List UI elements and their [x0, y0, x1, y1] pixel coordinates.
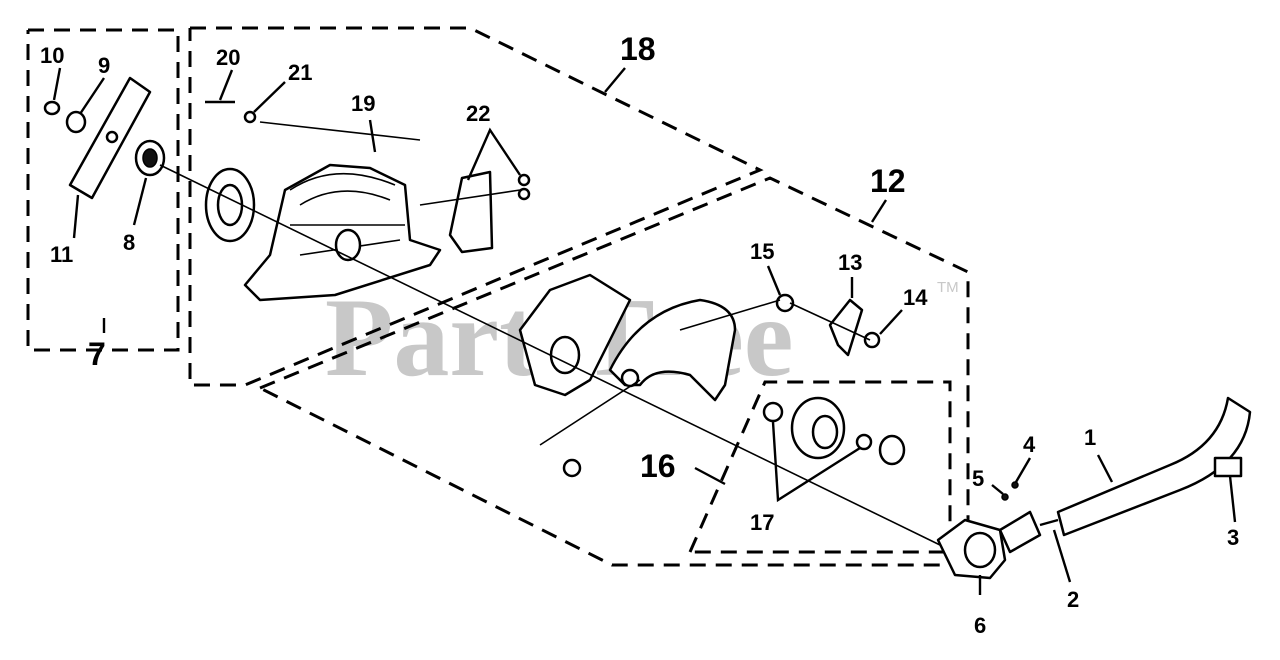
callout-8: 8	[123, 230, 135, 255]
washer-17	[762, 401, 784, 423]
callout-22: 22	[466, 101, 490, 126]
callout-1: 1	[1084, 425, 1096, 450]
gear-cover	[608, 298, 737, 402]
leader-1	[1096, 454, 1114, 483]
washer-15	[775, 293, 795, 313]
screw-22b	[517, 187, 531, 201]
leader-2	[1052, 529, 1072, 583]
leader-3	[1228, 475, 1237, 523]
axis-nut	[539, 379, 641, 446]
leader-19	[368, 119, 377, 153]
leader-14	[879, 309, 903, 335]
leader-4	[1014, 457, 1032, 483]
cap-17	[878, 434, 906, 466]
leader-11	[72, 194, 80, 239]
blade-assembly	[43, 76, 166, 200]
assembly-lines	[159, 121, 941, 546]
watermark-trademark: TM	[937, 279, 959, 296]
clip-13	[828, 298, 864, 357]
axis-main	[159, 164, 941, 546]
callout-7: 7	[88, 336, 106, 372]
blade-hole	[105, 130, 119, 144]
callout-14: 14	[903, 285, 928, 310]
nut-14	[863, 331, 881, 349]
leader-10	[52, 67, 62, 101]
nut-lower	[562, 458, 582, 478]
axis-clip	[789, 302, 871, 341]
callout-17: 17	[750, 510, 774, 535]
bearing-bore	[142, 148, 158, 168]
tube-1	[1056, 396, 1252, 537]
callout-6: 6	[974, 613, 986, 638]
guard-plate-hole	[216, 183, 244, 227]
leader-8	[132, 177, 148, 226]
callout-19: 19	[351, 91, 375, 116]
callout-12: 12	[870, 163, 906, 199]
callout-9: 9	[98, 53, 110, 78]
guard-hub	[334, 228, 362, 262]
clutch-assembly	[762, 396, 906, 466]
guard-assembly	[204, 100, 531, 302]
callout-11: 11	[50, 242, 73, 267]
pin-2	[1039, 518, 1059, 527]
callout-3: 3	[1227, 525, 1239, 550]
axis-bolt	[259, 121, 421, 141]
callout-15: 15	[750, 239, 774, 264]
group-box-7	[26, 28, 180, 352]
callout-labels: 10 9 11 8 7 20 21 19 22 18 12 15 13 14 1…	[40, 31, 1239, 638]
label-3	[1213, 456, 1243, 478]
leader-lines	[52, 67, 1237, 595]
housing-plate	[518, 273, 632, 397]
axis-shield	[419, 189, 521, 206]
leader-16	[694, 466, 726, 486]
screw-4	[1011, 481, 1019, 489]
leader-18	[604, 67, 626, 93]
axis-washer	[679, 299, 781, 331]
leader-22	[466, 127, 521, 181]
callout-16: 16	[640, 448, 676, 484]
callout-4: 4	[1023, 432, 1036, 457]
coupling-boss	[963, 531, 997, 569]
leader-12	[870, 199, 888, 223]
clutch-drum-hub	[811, 414, 839, 450]
guard-ribs	[289, 172, 405, 256]
callout-10: 10	[40, 43, 64, 68]
screw-5	[1001, 493, 1009, 501]
leader-17	[771, 421, 861, 503]
callout-20: 20	[216, 45, 240, 70]
callout-21: 21	[288, 60, 312, 85]
group-box-16	[688, 380, 952, 554]
washer-9	[65, 110, 87, 134]
callout-5: 5	[972, 466, 984, 491]
leader-21	[253, 81, 286, 113]
drive-line	[936, 396, 1252, 580]
leader-5	[991, 484, 1004, 495]
washer-17b	[855, 433, 873, 451]
leader-15	[766, 265, 782, 296]
coupling-neck	[998, 510, 1042, 554]
screw-22a	[517, 173, 531, 187]
leader-20	[218, 69, 234, 101]
callout-2: 2	[1067, 587, 1079, 612]
shield-22	[448, 170, 494, 254]
group-box-18	[188, 26, 764, 387]
washer-21	[243, 110, 257, 124]
leader-9	[79, 77, 105, 115]
callout-13: 13	[838, 250, 862, 275]
callout-18: 18	[620, 31, 656, 67]
nut-10	[43, 100, 61, 116]
group-box-12	[259, 176, 970, 567]
